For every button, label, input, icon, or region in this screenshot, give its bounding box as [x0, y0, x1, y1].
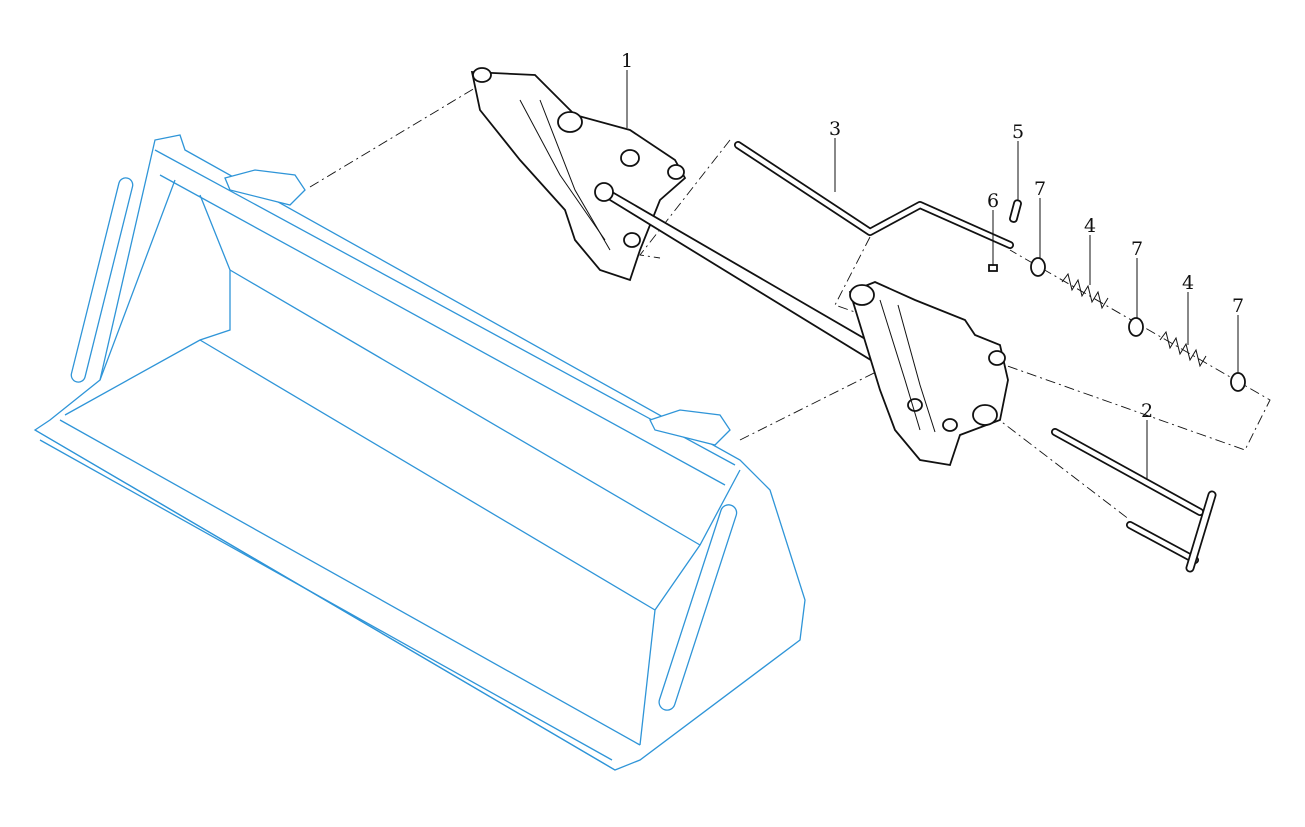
springs: [1061, 272, 1207, 368]
callout-5: 5: [1012, 121, 1024, 143]
pin-and-screw: [988, 199, 1022, 272]
callout-2: 2: [1141, 400, 1153, 422]
callout-3: 3: [829, 118, 841, 140]
handle-pin: [1051, 428, 1217, 573]
callout-6: 6: [987, 190, 999, 212]
mounting-bracket-left: [470, 67, 687, 282]
mounting-bracket-right: [848, 281, 1009, 467]
bucket: [33, 134, 806, 771]
washers: [1030, 257, 1246, 392]
callout-4a: 4: [1084, 215, 1096, 237]
cross-tube: [594, 182, 907, 380]
callout-4b: 4: [1182, 272, 1194, 294]
leader-lines: [626, 70, 1239, 480]
callout-7c: 7: [1232, 295, 1244, 317]
callout-7a: 7: [1034, 178, 1046, 200]
locking-rod: [734, 141, 1014, 249]
callout-1: 1: [621, 50, 633, 72]
callout-7b: 7: [1131, 238, 1143, 260]
